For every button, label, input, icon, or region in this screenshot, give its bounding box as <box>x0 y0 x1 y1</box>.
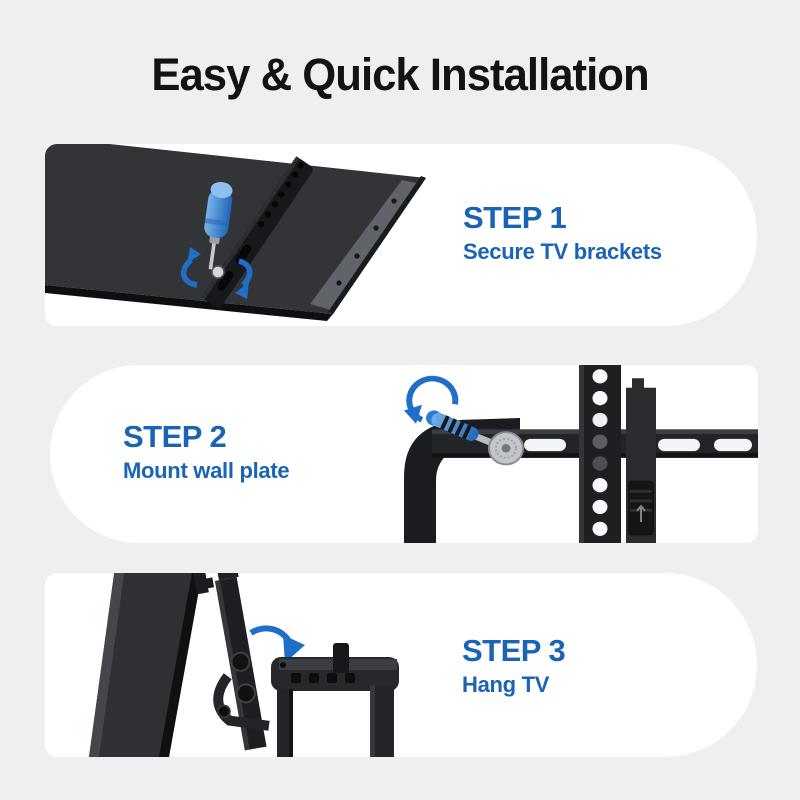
tv-screw-dot <box>373 225 379 231</box>
step2-photo <box>396 365 758 543</box>
step1-description: Secure TV brackets <box>463 239 662 264</box>
step2-description: Mount wall plate <box>123 458 290 483</box>
step3-photo <box>45 573 500 757</box>
tv-bottom-edge <box>45 285 333 321</box>
step2-label: STEP 2 <box>123 419 227 454</box>
tv-screw-dot <box>354 253 360 259</box>
hang-tv-illustration <box>89 573 399 757</box>
step2-text: STEP 2 Mount wall plate <box>123 419 290 483</box>
step3-description: Hang TV <box>462 672 550 697</box>
bar-slot <box>524 438 566 452</box>
tv-bracket-strip-rear <box>626 378 656 543</box>
ratchet-wrench-icon <box>426 410 524 466</box>
screwdriver-icon <box>204 181 233 270</box>
tv-side-band <box>310 180 421 310</box>
tv-back-panel <box>45 144 426 314</box>
hang-arrow-icon <box>249 625 305 663</box>
tv-bracket-rail <box>201 156 313 308</box>
rotation-arrowhead <box>187 247 201 264</box>
tv-back-illustration <box>45 144 426 321</box>
tv-edge-highlight <box>89 573 125 757</box>
tv-screw-dot <box>391 198 397 204</box>
step1-label: STEP 1 <box>463 200 567 235</box>
bar-slot <box>658 438 700 452</box>
step3-text: STEP 3 Hang TV <box>462 633 566 697</box>
step-card-2: STEP 2 Mount wall plate <box>50 365 758 543</box>
up-arrow-marking <box>636 504 646 523</box>
step-card-1: STEP 1 Secure TV brackets <box>45 144 757 326</box>
tv-bracket-hook <box>193 573 270 751</box>
screw <box>211 265 225 279</box>
wall-plate-frame <box>271 643 399 757</box>
rotation-arrowhead <box>235 282 249 299</box>
bar-slot <box>714 438 752 452</box>
tv-screw-dot <box>336 280 342 286</box>
tv-side-edge <box>328 176 426 314</box>
step-card-3: STEP 3 Hang TV <box>45 573 757 757</box>
wall-plate-illustration <box>404 365 758 543</box>
step1-photo <box>45 144 430 326</box>
page-title: Easy & Quick Installation <box>151 49 649 100</box>
tv-bracket-strip-front <box>579 365 621 543</box>
step3-label: STEP 3 <box>462 633 566 668</box>
tv-edge-dark <box>159 573 202 757</box>
step1-text: STEP 1 Secure TV brackets <box>463 202 662 263</box>
curved-arrow-icon <box>404 375 459 424</box>
